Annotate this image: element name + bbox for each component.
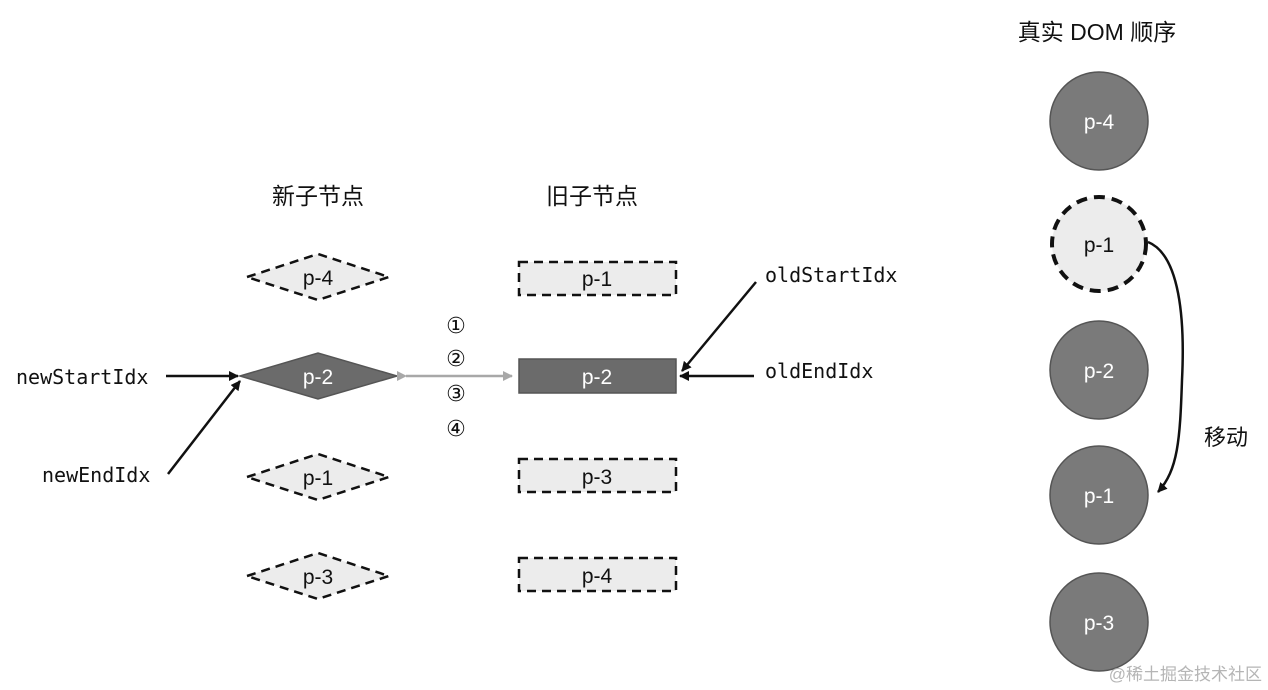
move-arrow: [1147, 240, 1184, 493]
new-end-idx-arrow: [167, 380, 241, 475]
old-node: p-3: [517, 457, 678, 494]
dom-node-label: p-4: [1084, 111, 1115, 134]
dom-node-label: p-1: [1084, 485, 1114, 508]
dom-node-circle: [1049, 320, 1149, 420]
old-node-shape: [517, 556, 678, 593]
real-dom-heading: 真实 DOM 顺序: [1018, 19, 1176, 45]
step-marker: ①: [446, 313, 466, 338]
new-node: p-4: [242, 252, 394, 302]
new-node-label: p-2: [303, 366, 333, 389]
step-marker: ④: [446, 416, 466, 441]
dom-node-label: p-2: [1084, 360, 1114, 383]
dom-node: p-2: [1049, 320, 1149, 420]
dom-node: p-4: [1049, 71, 1149, 171]
old-node-label: p-1: [582, 268, 612, 291]
dom-node-circle: [1049, 71, 1149, 171]
new-children-heading: 新子节点: [272, 183, 364, 209]
old-node: p-1: [517, 260, 678, 297]
new-node-shape: [242, 452, 394, 502]
old-start-idx-label: oldStartIdx: [765, 263, 897, 287]
new-end-idx-label: newEndIdx: [42, 463, 150, 487]
new-node-label: p-3: [303, 566, 333, 589]
new-node: p-3: [242, 551, 394, 601]
old-node-label: p-3: [582, 466, 612, 489]
dom-node-label: p-3: [1084, 612, 1114, 635]
new-node-label: p-1: [303, 467, 333, 490]
step-marker: ③: [446, 381, 466, 406]
old-children-heading: 旧子节点: [546, 183, 638, 209]
dom-node: p-1: [1050, 195, 1148, 293]
old-node-shape: [518, 358, 677, 394]
watermark: @稀土掘金技术社区: [1109, 665, 1262, 684]
old-node-shape: [517, 260, 678, 297]
new-node-label: p-4: [303, 267, 334, 290]
dom-node-circle: [1049, 445, 1149, 545]
new-node: p-2: [237, 352, 400, 400]
move-label: 移动: [1204, 425, 1248, 450]
old-node-label: p-2: [582, 366, 612, 389]
new-node: p-1: [242, 452, 394, 502]
new-start-idx-label: newStartIdx: [16, 365, 148, 389]
dom-node-label: p-1: [1084, 234, 1114, 257]
new-node-shape: [242, 551, 394, 601]
old-start-idx-arrow: [681, 281, 757, 372]
old-node-label: p-4: [582, 565, 613, 588]
old-node: p-4: [517, 556, 678, 593]
new-node-shape: [242, 252, 394, 302]
dom-node-circle: [1049, 572, 1149, 672]
step-marker: ②: [446, 346, 466, 371]
dom-node-circle: [1050, 195, 1148, 293]
old-end-idx-label: oldEndIdx: [765, 359, 873, 383]
dom-node: p-1: [1049, 445, 1149, 545]
old-node-shape: [517, 457, 678, 494]
dom-node: p-3: [1049, 572, 1149, 672]
old-node: p-2: [518, 358, 677, 394]
